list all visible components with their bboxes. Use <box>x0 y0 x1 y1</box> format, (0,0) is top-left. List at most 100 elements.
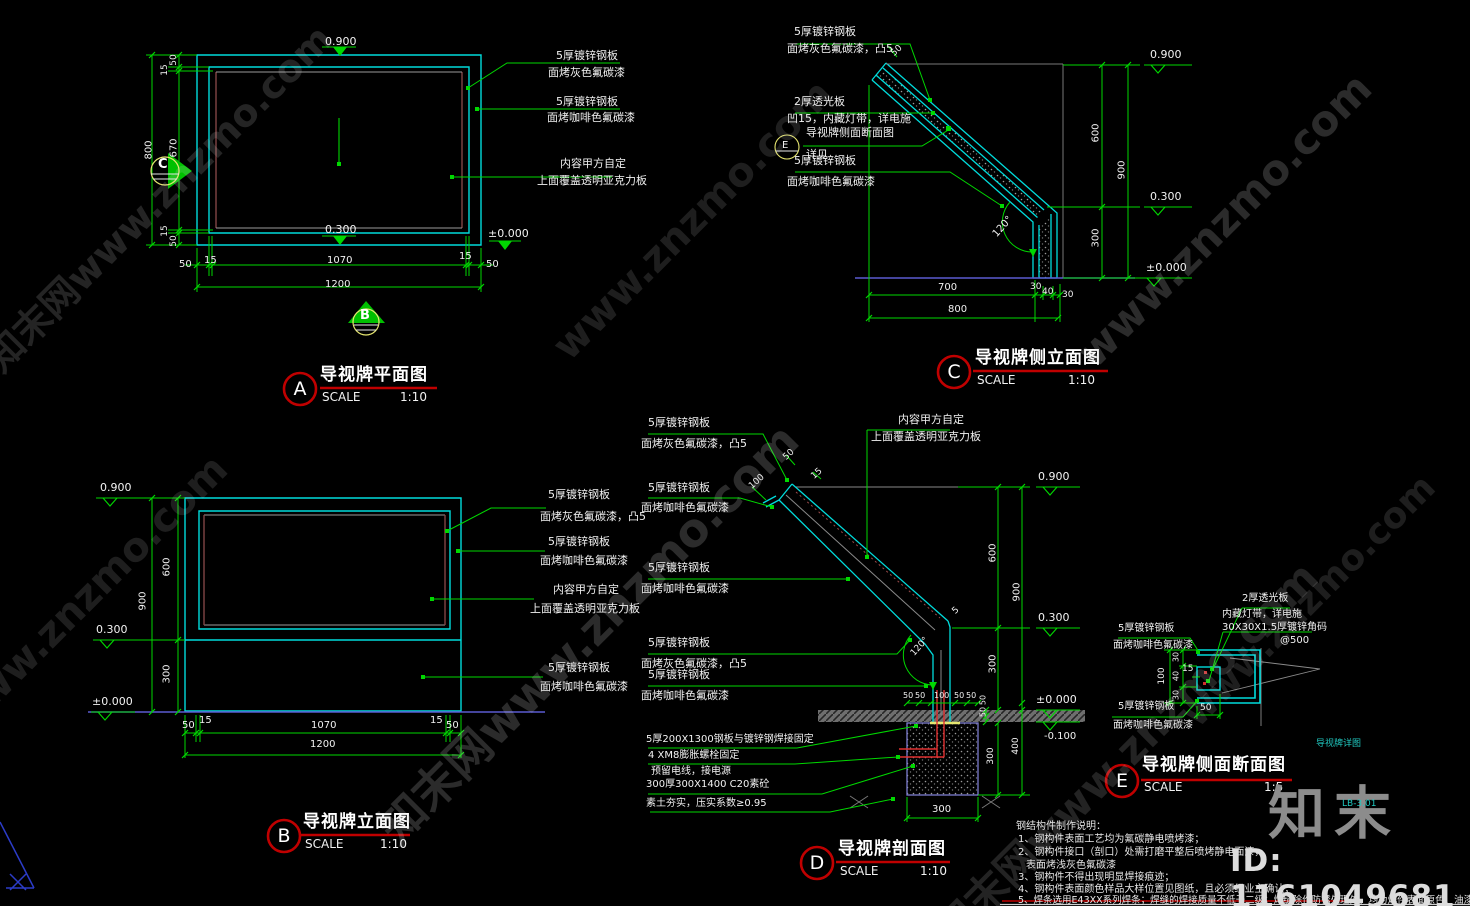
dim-label: 700 <box>938 282 958 293</box>
dim-label: 30 <box>1062 290 1074 300</box>
annotation-text: 凹15，内藏灯带，详电施 <box>787 112 911 125</box>
annotation-text: 300厚300X1400 C20素砼 <box>646 779 770 790</box>
dim-label: 50 <box>446 720 459 731</box>
view-title: 导视牌平面图 <box>320 365 428 385</box>
note-line: 1、钢构件表面工艺均为氟碳静电喷烤漆； <box>1018 834 1205 845</box>
annotation-text: 上面覆盖透明亚克力板 <box>537 174 647 187</box>
view-title-letter: A <box>293 378 307 401</box>
annotation-text: 面烤咖啡色氟碳漆 <box>641 689 729 702</box>
view-title-letter: E <box>1115 770 1129 793</box>
annotation-text: 详见 <box>806 148 828 161</box>
dim-label: 50 <box>966 691 977 700</box>
dim-label: 50 <box>168 235 179 247</box>
section-arrow-b-icon <box>348 301 385 323</box>
elevation-label: 0.900 <box>325 35 357 48</box>
elevation-label: ±0.000 <box>488 227 529 240</box>
center-mark <box>337 162 341 166</box>
annotation-text: 5厚镀锌钢板 <box>548 661 610 674</box>
annotation-text: 面烤灰色氟碳漆，凸5 <box>540 510 646 523</box>
annotation-text: 面烤咖啡色氟碳漆 <box>1113 640 1193 651</box>
annotation-text: 面烤咖啡色氟碳漆 <box>540 554 628 567</box>
sheet-code: LB-3.01 <box>1342 799 1377 809</box>
detail-caption: 导视牌详图 <box>1316 739 1362 749</box>
scale-label: SCALE <box>977 373 1016 387</box>
scale-value: 1:10 <box>400 390 427 404</box>
annotation-text: 面烤咖啡色氟碳漆 <box>547 111 635 124</box>
anchor-bolts <box>899 690 945 758</box>
elevation-label: ±0.000 <box>92 695 133 708</box>
scale-label: SCALE <box>840 864 879 878</box>
scale-value: 1:10 <box>920 864 947 878</box>
dim-label: 300 <box>1090 228 1102 248</box>
corner-frame <box>0 821 35 891</box>
annotation-text: 30X30X1.5厚镀锌角码 <box>1222 622 1328 633</box>
annotation-text: 内藏灯带，详电施 <box>1222 609 1302 620</box>
annotation-text: 5厚镀锌钢板 <box>648 481 710 494</box>
dim-label: 670 <box>168 138 180 158</box>
image-id: ID: 1161049681 <box>1230 843 1456 906</box>
elevation-label: 0.900 <box>1038 470 1070 483</box>
note-line: 表面烤浅灰色氟碳漆 <box>1026 860 1116 871</box>
annotation-text: 上面覆盖透明亚克力板 <box>871 430 981 443</box>
dim-label: 100 <box>934 691 950 700</box>
view-title-letter: B <box>277 825 291 848</box>
annotation-text: 5厚镀锌钢板 <box>794 25 856 38</box>
annotation-text: 预留电线，接电源 <box>651 766 731 777</box>
annotation-text: 5厚镀锌钢板 <box>794 154 856 167</box>
dim-label: 50 <box>182 720 195 731</box>
dim-label: 50 <box>486 259 499 270</box>
section-marker-b <box>352 308 380 336</box>
annotation-text: 5厚镀锌钢板 <box>556 95 618 108</box>
annotation-text: 5厚镀锌钢板 <box>648 668 710 681</box>
annotation-text: 内容甲方自定 <box>553 583 619 596</box>
annotation-text: 面烤咖啡色氟碳漆 <box>641 582 729 595</box>
view-title: 导视牌侧面断面图 <box>1142 755 1286 775</box>
marker-letter-b: B <box>360 308 370 323</box>
annotation-text: 2厚透光板 <box>794 95 845 108</box>
dim-label: 50 <box>903 691 914 700</box>
annotation-text: 5厚镀锌钢板 <box>548 535 610 548</box>
dim-label: 15 <box>204 255 217 266</box>
dim-label: 50 <box>168 54 179 66</box>
title-circle-d <box>799 845 835 881</box>
note-line: 4、钢构件表面颜色样品大样位置见图纸，且必须经业主确认； <box>1018 884 1295 895</box>
elevation-label: 0.300 <box>1038 611 1070 624</box>
dim-label: 300 <box>987 654 999 674</box>
annotation-text: 面烤咖啡色氟碳漆 <box>540 680 628 693</box>
elevation-label: 0.300 <box>1150 190 1182 203</box>
view-title: 导视牌剖面图 <box>838 839 946 859</box>
scale-value: 1:5 <box>1264 780 1284 794</box>
dim-label: 600 <box>1090 123 1102 143</box>
dim-label: 40 <box>1042 287 1054 297</box>
view-d-linework <box>648 429 1085 881</box>
note-line: 5、焊条选用E43XX系列焊条；焊缝的焊接质量不低于二级；焊缝除作防锈处理外，均… <box>1018 895 1470 906</box>
section-arrow-c-icon <box>168 153 192 189</box>
scale-value: 1:10 <box>380 837 407 851</box>
dim-label: 15 <box>430 715 443 726</box>
annotation-text: 素土夯实，压实系数≥0.95 <box>646 798 767 809</box>
scale-label: SCALE <box>305 837 344 851</box>
dim-label: 15 <box>1182 664 1194 674</box>
annotation-text: 5厚镀锌钢板 <box>548 488 610 501</box>
scale-label: SCALE <box>322 390 361 404</box>
dim-label: 15 <box>159 64 170 76</box>
view-c-linework <box>774 43 1192 390</box>
annotation-text: 面烤咖啡色氟碳漆 <box>641 501 729 514</box>
dim-label: 30 <box>1171 689 1181 701</box>
dim-label: 40 <box>1171 670 1181 682</box>
foundation <box>906 722 979 796</box>
view-title-letter: C <box>947 361 961 384</box>
annotation-text: 面烤咖啡色氟碳漆 <box>1113 720 1193 731</box>
dim-label: 600 <box>987 543 999 563</box>
section-marker-c <box>150 156 180 186</box>
view-a-linework <box>146 46 620 407</box>
dim-label: 30 <box>1030 282 1042 292</box>
light-panel-box <box>1196 666 1221 691</box>
title-circle-e <box>1104 763 1140 799</box>
dim-label: 1070 <box>311 720 337 731</box>
title-circle-b <box>266 818 302 854</box>
note-line: 2、钢构件接口（剖口）处需打磨平整后喷烤静电面漆， <box>1018 847 1265 858</box>
annotation-text: 5厚200X1300钢板与镀锌钢焊接固定 <box>646 734 814 745</box>
annotation-text: 5厚镀锌钢板 <box>648 416 710 429</box>
